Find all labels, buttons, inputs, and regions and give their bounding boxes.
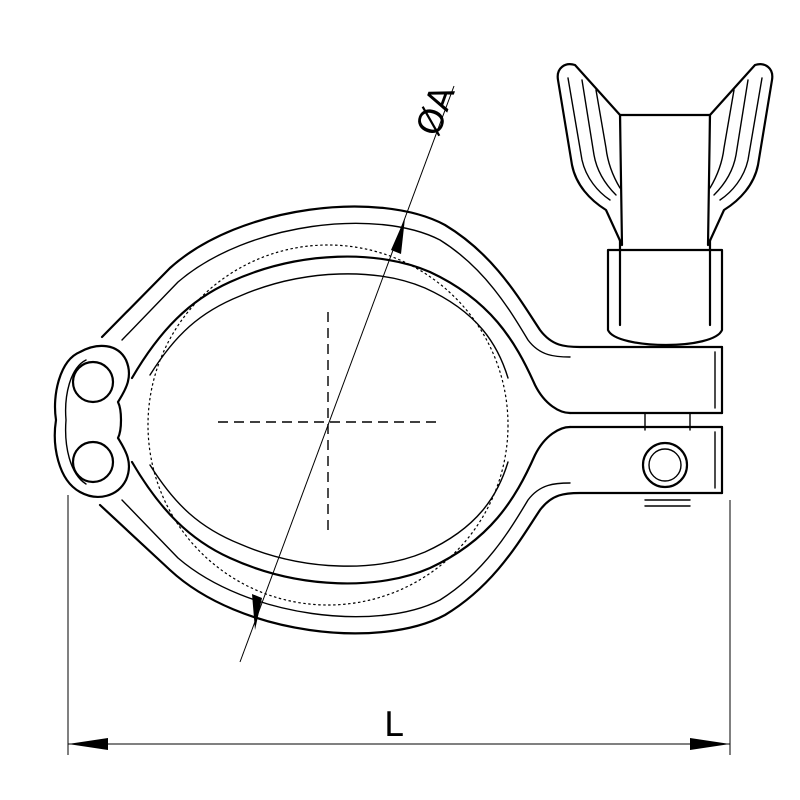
wing-nut	[556, 63, 774, 347]
center-lines	[218, 312, 438, 532]
clamp-inner-contour	[130, 255, 572, 585]
diameter-arrow-top	[391, 218, 405, 254]
hinge-pin-lower	[71, 440, 115, 484]
hinge-pin-upper	[71, 360, 115, 404]
length-arrow-left	[68, 738, 108, 750]
bolt-pin	[641, 412, 691, 507]
diameter-label: ØA	[409, 80, 464, 141]
length-arrow-right	[690, 738, 730, 750]
clamp-outer-inner-line	[121, 222, 571, 618]
length-dimension: L	[67, 495, 731, 755]
diameter-arrow-bottom	[252, 594, 262, 630]
hinge-lobe	[53, 344, 131, 498]
length-label: L	[384, 705, 403, 745]
pitch-diameter-circle	[147, 244, 509, 606]
